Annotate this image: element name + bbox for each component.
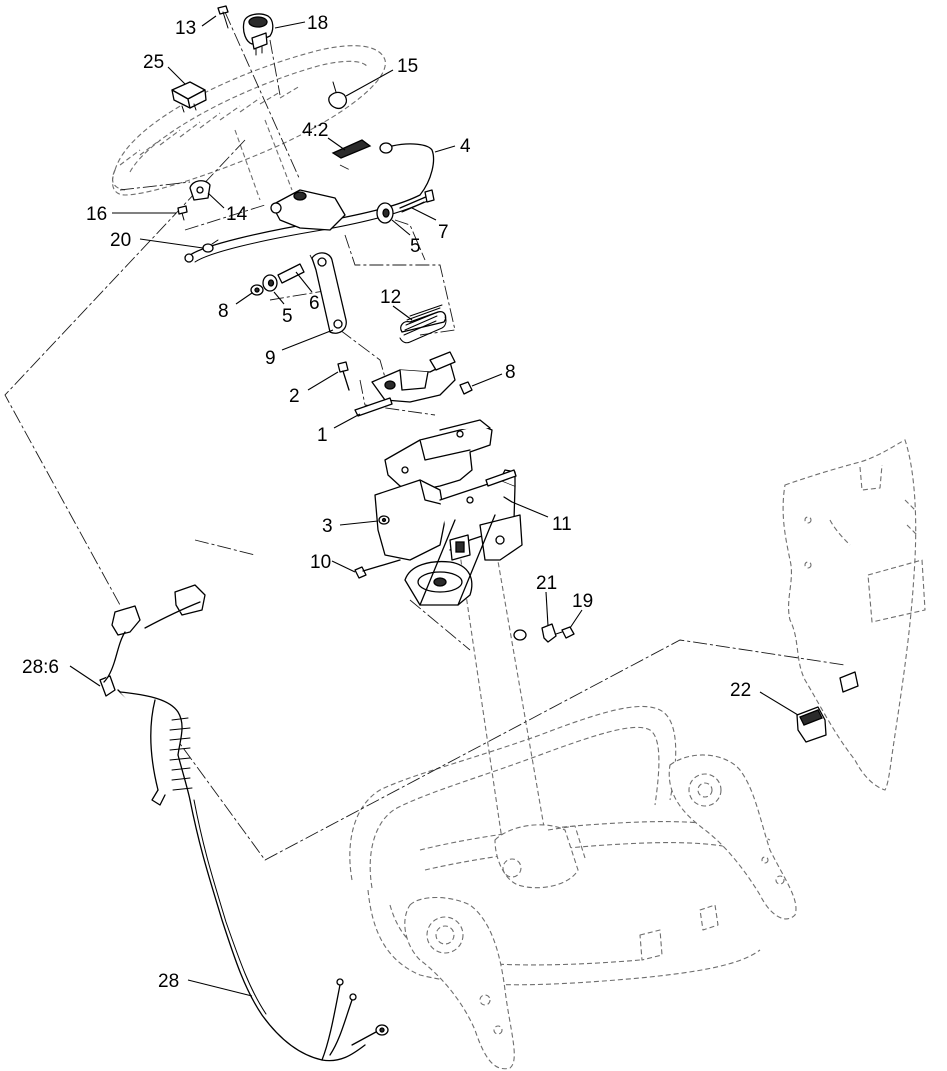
part-4-tilt-handle bbox=[184, 142, 435, 263]
callout-11: 11 bbox=[552, 514, 572, 535]
callout-9: 9 bbox=[265, 348, 276, 369]
callout-6: 6 bbox=[309, 293, 320, 314]
part-25-switch bbox=[171, 81, 207, 113]
frame-phantom bbox=[349, 705, 797, 1070]
steering-wheel-phantom bbox=[111, 45, 386, 201]
part-3-nut bbox=[378, 515, 390, 525]
callout-1: 1 bbox=[317, 425, 328, 446]
part-15-knob bbox=[328, 81, 348, 110]
callout-14: 14 bbox=[226, 204, 248, 225]
part-11-pin bbox=[503, 496, 513, 503]
steering-column-phantom bbox=[454, 514, 586, 889]
assembly-lines bbox=[4, 11, 846, 861]
part-28-wire-harness bbox=[99, 584, 389, 1062]
callout-3: 3 bbox=[322, 516, 333, 537]
callout-4-2: 4:2 bbox=[302, 120, 328, 141]
part-7-bolt bbox=[399, 189, 435, 213]
part-8-nut-right bbox=[459, 381, 473, 395]
part-9-link-arm bbox=[311, 252, 347, 334]
callout-22: 22 bbox=[730, 680, 751, 701]
leader-lines bbox=[69, 15, 799, 997]
callout-19: 19 bbox=[572, 591, 593, 612]
callout-12: 12 bbox=[380, 287, 401, 308]
callout-10: 10 bbox=[310, 552, 331, 573]
callout-28-6: 28:6 bbox=[22, 657, 59, 678]
callout-15: 15 bbox=[397, 56, 418, 77]
callout-5-upper: 5 bbox=[410, 236, 421, 257]
callout-5-lower: 5 bbox=[282, 306, 293, 327]
callout-4: 4 bbox=[460, 136, 471, 157]
part-8-nut-left bbox=[250, 284, 264, 296]
part-10-bolt bbox=[354, 559, 401, 579]
callout-2: 2 bbox=[289, 386, 300, 407]
callout-16: 16 bbox=[86, 204, 107, 225]
part-5-bushing-upper bbox=[376, 202, 394, 224]
part-14-clip bbox=[189, 180, 211, 201]
part-21-bracket bbox=[513, 623, 557, 643]
callout-8-right: 8 bbox=[505, 362, 516, 383]
callout-13: 13 bbox=[175, 18, 196, 39]
part-20-screw bbox=[202, 239, 219, 253]
part-13-bolt bbox=[217, 5, 229, 29]
dash-panel-phantom bbox=[782, 439, 926, 791]
callout-7: 7 bbox=[438, 222, 449, 243]
callout-20: 20 bbox=[110, 230, 131, 251]
tilt-bracket bbox=[371, 351, 456, 403]
callout-25: 25 bbox=[143, 52, 164, 73]
callout-labels: 13 18 25 15 4:2 4 16 14 7 20 5 12 8 5 6 … bbox=[22, 13, 751, 992]
part-19-screw bbox=[555, 626, 575, 639]
part-18-switch bbox=[242, 13, 274, 56]
callout-8-left: 8 bbox=[218, 301, 229, 322]
part-5-bushing-lower bbox=[262, 274, 278, 292]
part-2-bolt bbox=[337, 361, 350, 391]
column-bracket-assembly bbox=[374, 419, 523, 606]
callout-18: 18 bbox=[307, 13, 328, 34]
part-4-2-plate bbox=[331, 139, 372, 159]
callout-28: 28 bbox=[158, 971, 179, 992]
callout-21: 21 bbox=[536, 573, 557, 594]
part-1-pin bbox=[354, 397, 393, 417]
part-6-pin bbox=[277, 263, 305, 284]
part-16-screw bbox=[177, 205, 188, 221]
part-12-spring bbox=[399, 304, 447, 344]
part-22-connector bbox=[796, 671, 859, 743]
